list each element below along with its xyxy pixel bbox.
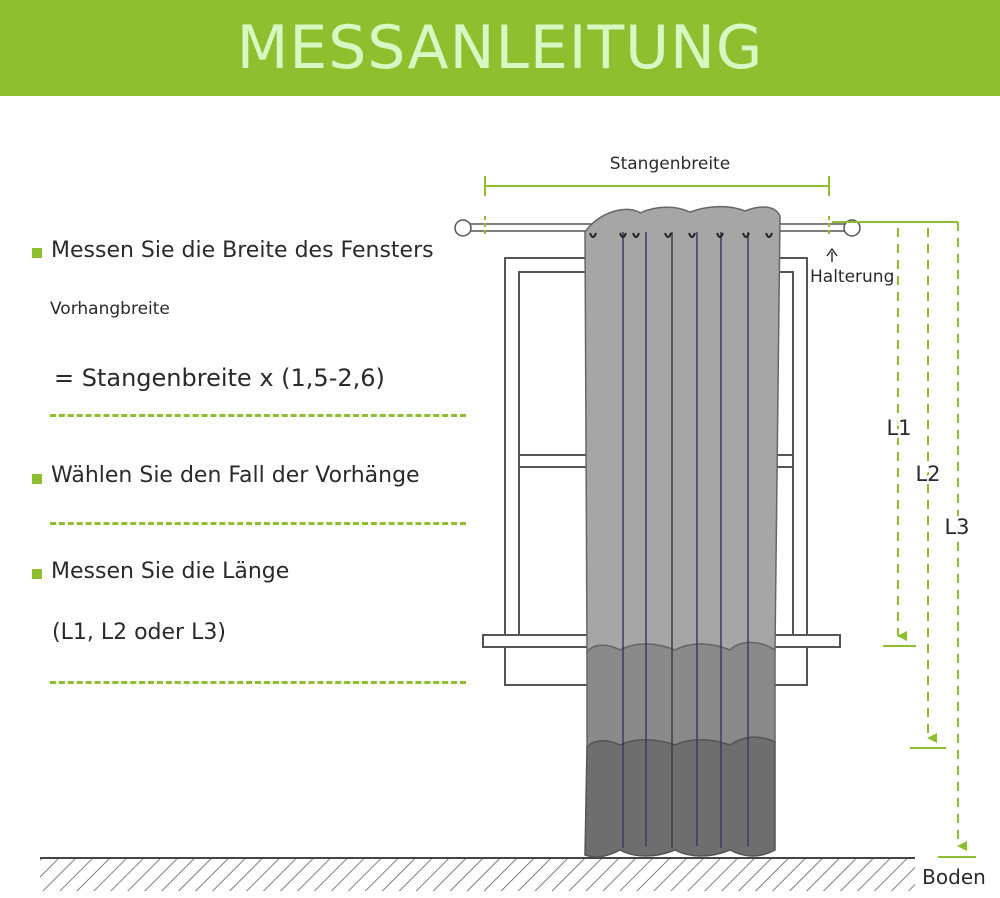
length-dimensions (832, 221, 976, 858)
l1-label: L1 (886, 416, 911, 440)
title-banner (0, 0, 1000, 96)
divider-2 (50, 522, 466, 525)
bullet-icon (32, 248, 42, 258)
divider-3 (50, 681, 466, 684)
bracket-pointer (826, 247, 838, 262)
bullet-icon (32, 474, 42, 484)
page-title: MESSANLEITUNG (236, 13, 764, 83)
bracket-label: Halterung (810, 267, 894, 287)
step-measure-window-width: Messen Sie die Breite des Fensters (51, 238, 434, 263)
step-choose-curtain-drop: Wählen Sie den Fall der Vorhänge (51, 463, 420, 488)
l3-label: L3 (944, 515, 969, 539)
rod-width-dimension (484, 176, 830, 236)
length-options: (L1, L2 oder L3) (52, 620, 226, 645)
curtain-width-label: Vorhangbreite (50, 299, 170, 319)
step-measure-length: Messen Sie die Länge (51, 559, 290, 584)
floor-label: Boden (922, 865, 986, 889)
curtain-width-formula: = Stangenbreite x (1,5-2,6) (54, 364, 385, 392)
l2-label: L2 (915, 462, 940, 486)
curtain-measurement-diagram: Stangenbreite Halterung L1 L2 L3 Boden (40, 154, 986, 891)
curtain (584, 205, 781, 858)
floor (40, 857, 915, 891)
bullet-icon (32, 569, 42, 579)
divider-1 (50, 414, 466, 417)
rod-width-label: Stangenbreite (610, 154, 730, 174)
